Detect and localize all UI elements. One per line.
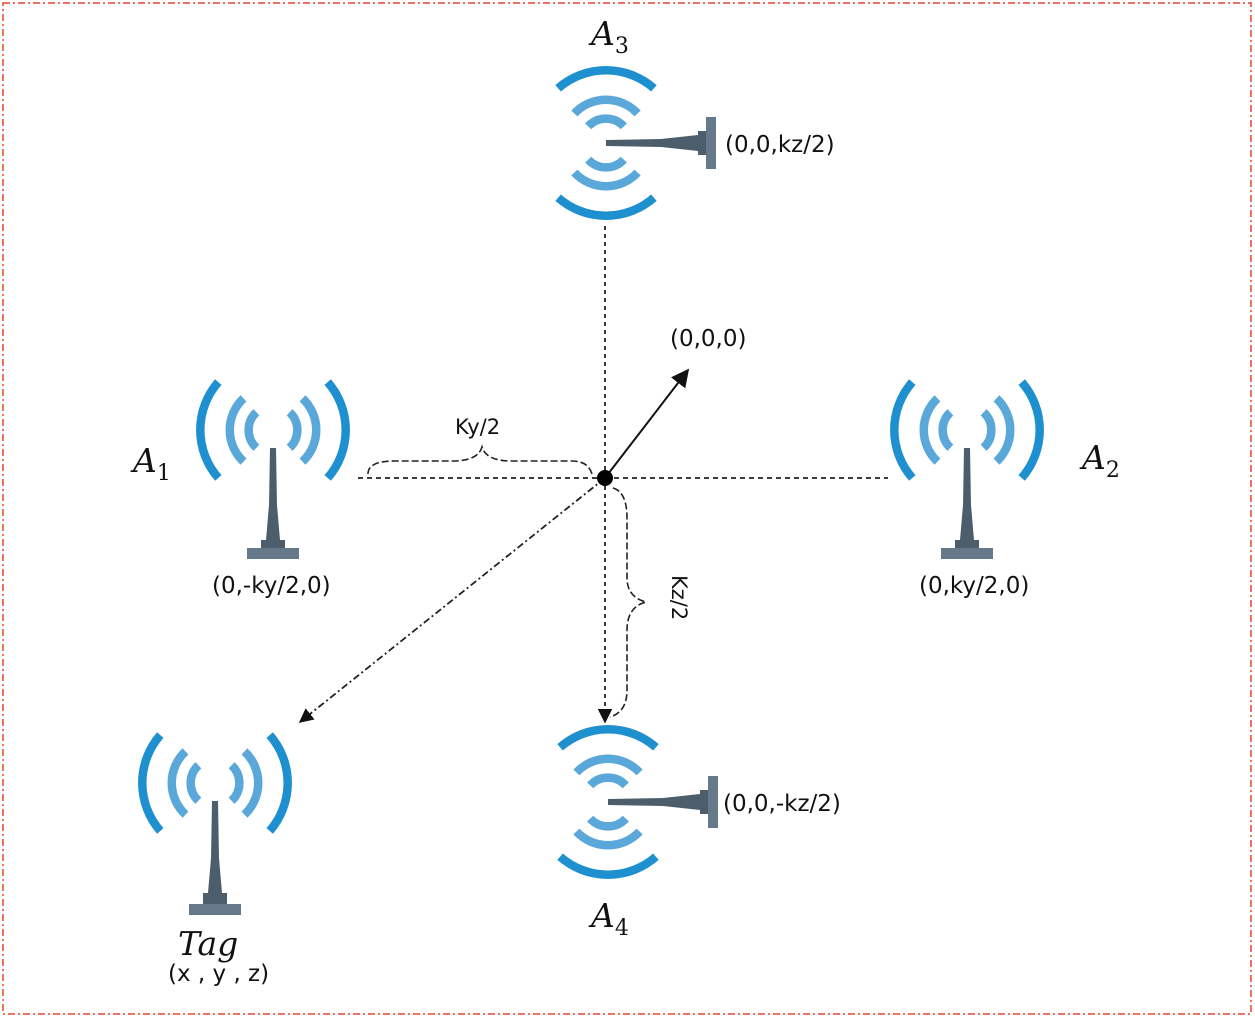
antenna-a4-coordinate: (0,0,-kz/2) xyxy=(723,791,841,817)
origin-vector-arrow xyxy=(604,368,690,479)
antenna-a3-name: A3 xyxy=(588,14,629,59)
antenna-a2: A2 (0,ky/2,0) xyxy=(890,379,1120,599)
origin-point-icon xyxy=(597,470,613,486)
antenna-a3: A3 (0,0,kz/2) xyxy=(555,14,835,220)
radio-antenna-icon xyxy=(196,379,350,559)
tag-coordinate: (x , y , z) xyxy=(168,961,269,987)
antenna-a3-coordinate: (0,0,kz/2) xyxy=(725,132,835,158)
antenna-a2-name: A2 xyxy=(1079,438,1120,483)
antenna-a1: A1 (0,-ky/2,0) xyxy=(130,379,350,599)
antenna-a1-coordinate: (0,-ky/2,0) xyxy=(212,573,331,599)
radio-antenna-icon xyxy=(557,725,718,879)
tag-name: Tag xyxy=(178,924,238,963)
tag-antenna: Tag (x , y , z) xyxy=(138,732,292,987)
antenna-a1-name: A1 xyxy=(130,441,171,486)
kz-dimension-label: Kz/2 xyxy=(667,575,691,620)
antenna-a4: A4 (0,0,-kz/2) xyxy=(557,725,841,941)
radio-antenna-icon xyxy=(138,732,292,915)
origin-label: (0,0,0) xyxy=(670,326,746,352)
tag-direction-line xyxy=(298,477,606,723)
ky-dimension-label: Ky/2 xyxy=(455,415,500,439)
radio-antenna-icon xyxy=(555,66,716,220)
antenna-a4-name: A4 xyxy=(588,896,629,941)
ky-brace xyxy=(367,444,593,475)
antenna-a2-coordinate: (0,ky/2,0) xyxy=(919,573,1029,599)
radio-antenna-icon xyxy=(890,379,1044,559)
kz-brace xyxy=(609,487,650,718)
